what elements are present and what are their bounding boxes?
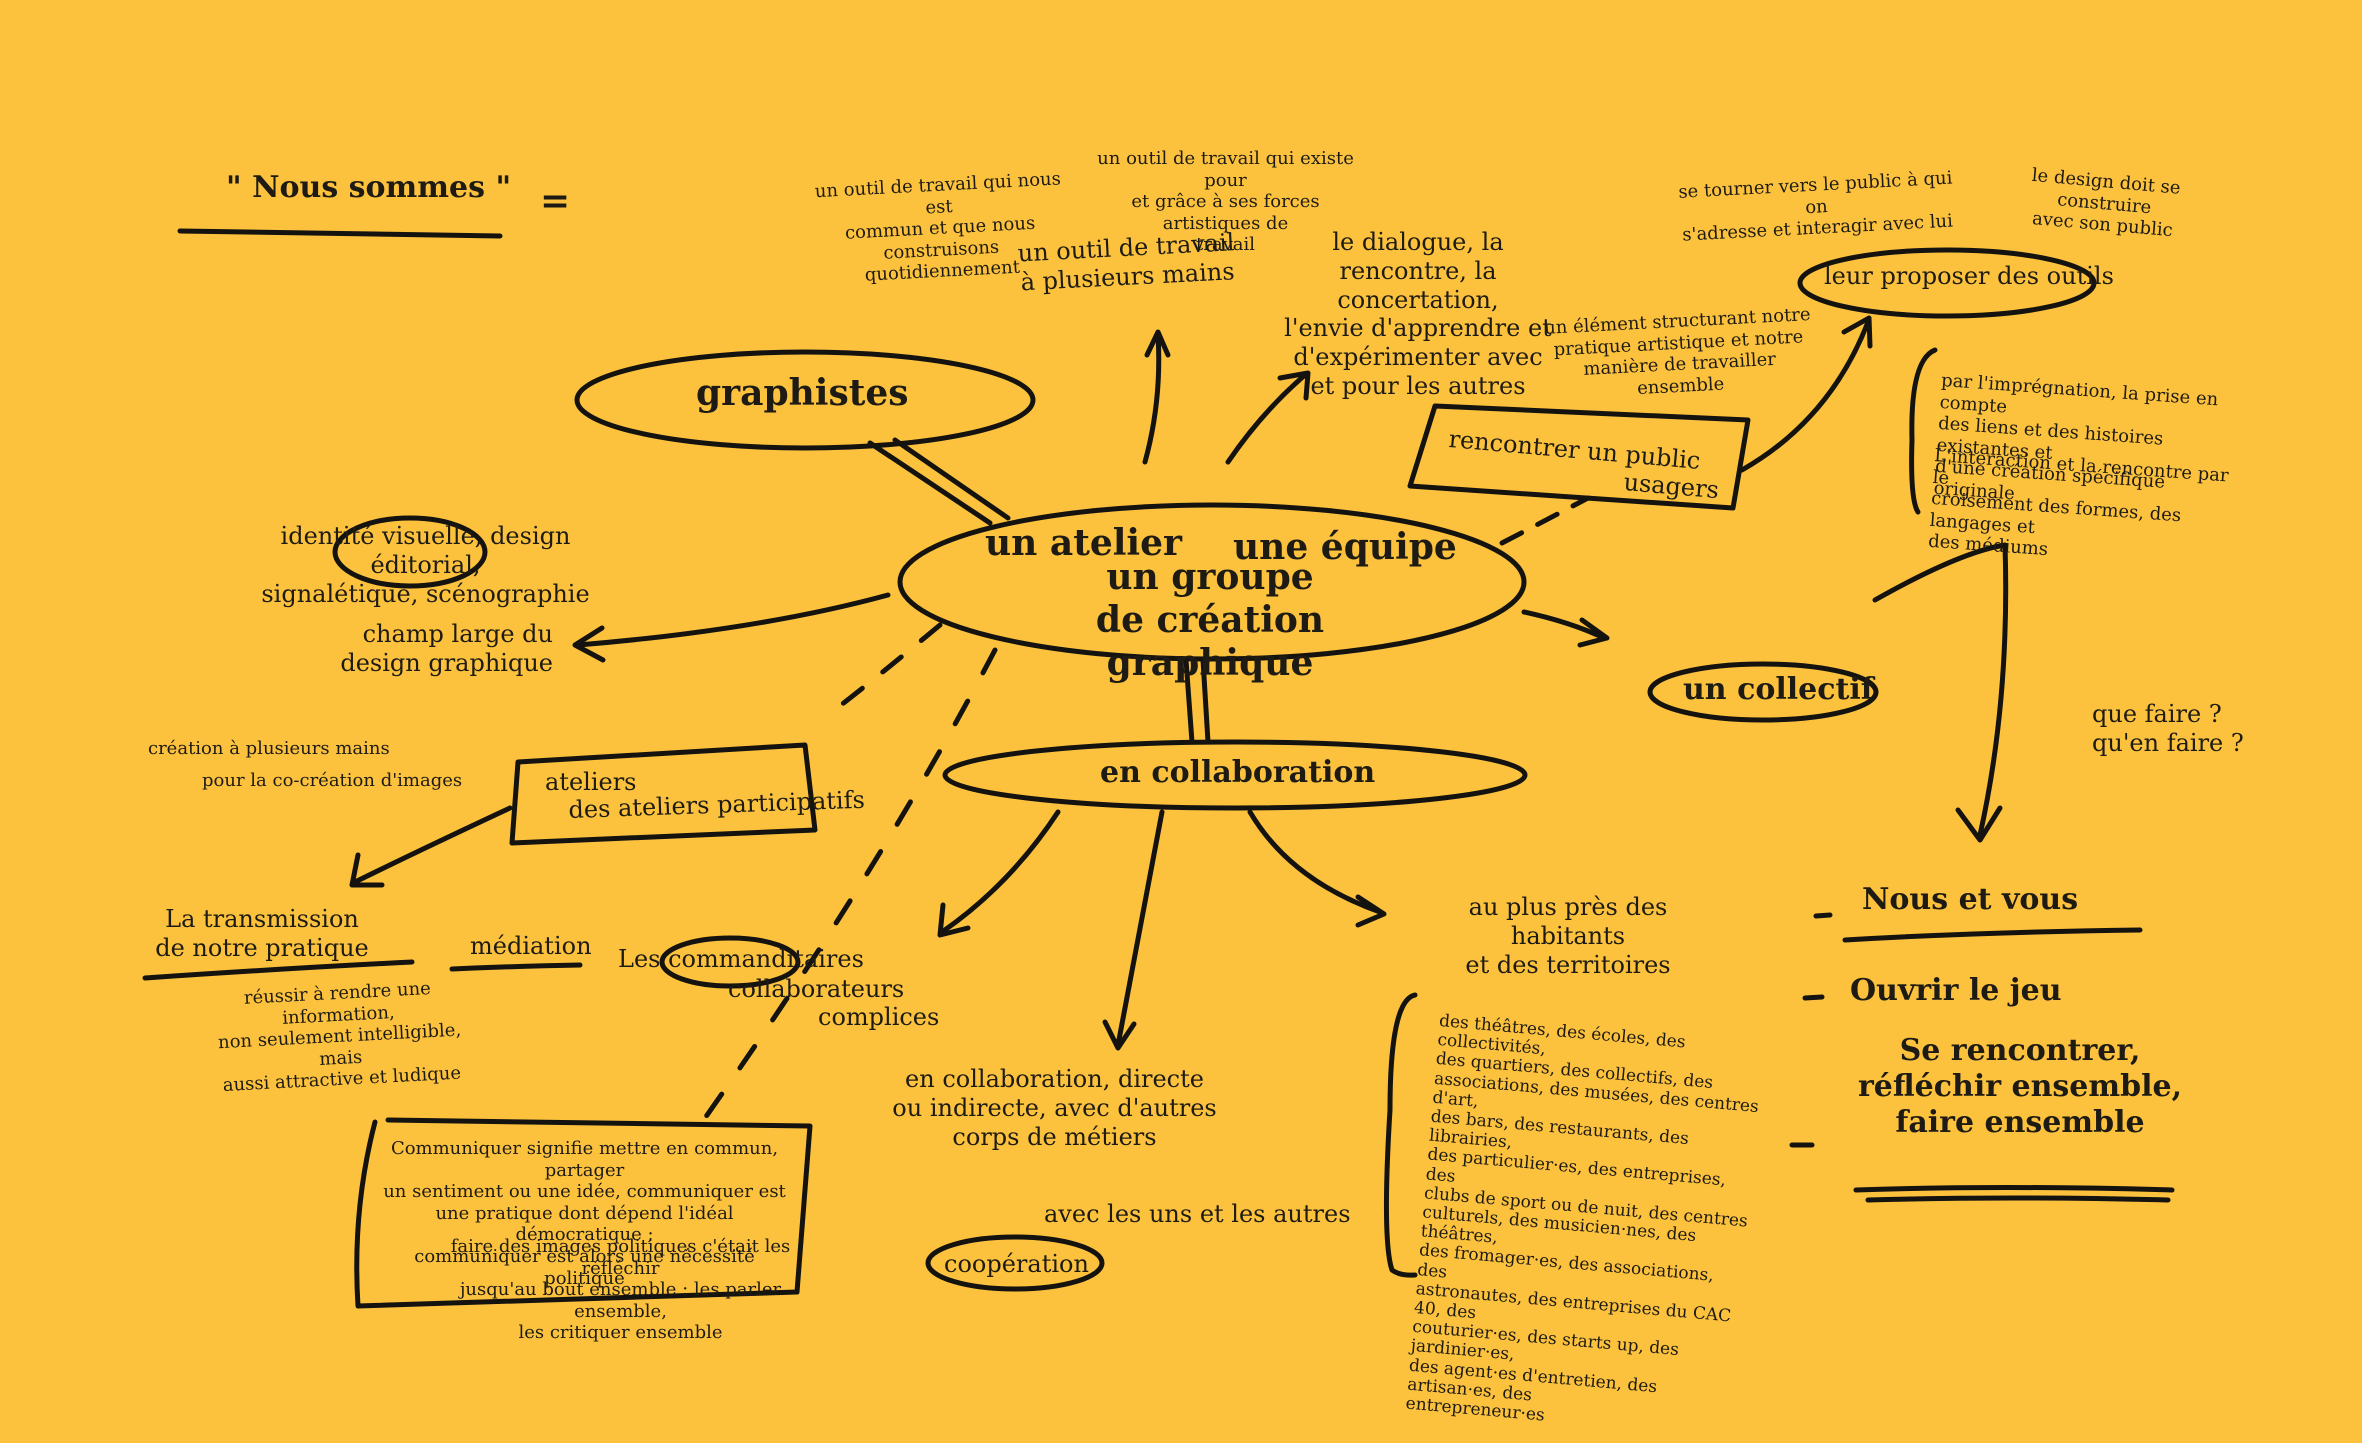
dash-ouvrir — [1802, 994, 1825, 1001]
arrow-outil — [1142, 332, 1162, 465]
outil-note2: un outil de travail qui existe pour et g… — [1097, 148, 1354, 256]
ateliers-box — [509, 742, 818, 846]
rencontrer-note: un élément structurant notre pratique ar… — [1543, 303, 1812, 399]
outils-label: leur proposer des outils — [1824, 262, 2114, 290]
liste-partenaires: des théâtres, des écoles, des collectivi… — [1404, 1011, 1760, 1426]
center-atelier: un atelier — [985, 522, 1182, 564]
champ-large: champ large du design graphique — [340, 620, 553, 677]
link-collaboration — [1183, 657, 1195, 745]
arrow-corps-metiers — [1115, 809, 1165, 1048]
graphistes-ellipse — [574, 349, 1036, 451]
mediation-underline — [449, 962, 583, 972]
collectif: un collectif — [1683, 672, 1874, 707]
title-underline — [177, 228, 503, 239]
arrow-habitants — [1247, 809, 1383, 915]
dash-rencontrer — [1499, 495, 1591, 546]
link-graphistes — [867, 440, 993, 526]
transmission: La transmission de notre pratique — [155, 905, 369, 962]
dash-communiquer — [702, 647, 998, 1121]
outils-interaction: L'interaction et la rencontre par le cro… — [1927, 445, 2230, 561]
transmission-note: réussir à rendre une information, non se… — [217, 978, 462, 1097]
dash-nous-vous — [1813, 912, 1833, 919]
arrow-commanditaires — [939, 809, 1061, 935]
center-ellipse — [897, 502, 1527, 662]
que-faire: que faire ? qu'en faire ? — [2092, 700, 2244, 757]
bracket-right — [1909, 347, 1938, 515]
dialogue: le dialogue, la rencontre, la concertati… — [1284, 228, 1552, 400]
dash-ateliers — [829, 622, 943, 715]
transmission-underline — [142, 959, 415, 981]
collectif-ellipse — [1647, 661, 1879, 723]
commanditaires-line1: Les commanditaires — [618, 945, 864, 973]
corps-metiers: en collaboration, directe ou indirecte, … — [892, 1065, 1217, 1151]
cooperation-ellipse — [925, 1234, 1105, 1292]
nous-vous-underline — [1842, 927, 2143, 943]
communiquer-box — [354, 1117, 813, 1309]
habitants: au plus près des habitants et des territ… — [1465, 893, 1671, 979]
rencontrer-box — [1407, 403, 1751, 511]
uns-autres: avec les uns et les autres — [1044, 1200, 1351, 1228]
graphistes-label: graphistes — [696, 372, 909, 414]
commanditaires-circle — [659, 935, 801, 989]
se-rencontrer: Se rencontrer, réfléchir ensemble, faire… — [1857, 1033, 2183, 1140]
nous-et-vous: Nous et vous — [1862, 882, 2079, 917]
center-equipe: une équipe — [1233, 526, 1457, 568]
ateliers-note2: pour la co-création d'images — [202, 770, 463, 791]
title: " Nous sommes " — [226, 170, 512, 205]
arrow-outils — [1739, 319, 1871, 473]
final-underline — [1853, 1185, 2175, 1193]
arrow-dialogue — [1225, 372, 1308, 465]
mediation: médiation — [470, 932, 592, 960]
arrow-nous-vous — [1872, 542, 2009, 838]
ateliers-line1: ateliers — [545, 768, 637, 796]
bracket-list — [1383, 992, 1418, 1278]
visuelle-circle — [332, 515, 488, 589]
equals-sign: = — [540, 180, 571, 222]
arrow-champ-large — [575, 592, 891, 648]
graphistes-desc: identité visuelle, design éditorial, sig… — [261, 522, 590, 608]
outil-note1: un outil de travail qui nous est commun … — [814, 168, 1062, 287]
center-groupe: un groupe de création graphique — [1095, 556, 1325, 685]
communiquer-p1: Communiquer signifie mettre en commun, p… — [383, 1138, 786, 1289]
communiquer-p2: faire des images politiques c'était les … — [450, 1236, 791, 1344]
collaboration-label: en collaboration — [1100, 755, 1376, 790]
commanditaires-line2: collaborateurs — [728, 975, 905, 1003]
arrow-collectif — [1521, 609, 1607, 641]
commanditaires-line3: complices — [818, 1003, 940, 1031]
arrow-transmission — [352, 805, 513, 885]
cooperation: coopération — [944, 1250, 1089, 1278]
ateliers-note1: création à plusieurs mains — [148, 738, 390, 759]
outils-ellipse — [1797, 247, 2097, 319]
ouvrir-le-jeu: Ouvrir le jeu — [1850, 973, 2062, 1008]
collaboration-ellipse — [942, 739, 1528, 811]
